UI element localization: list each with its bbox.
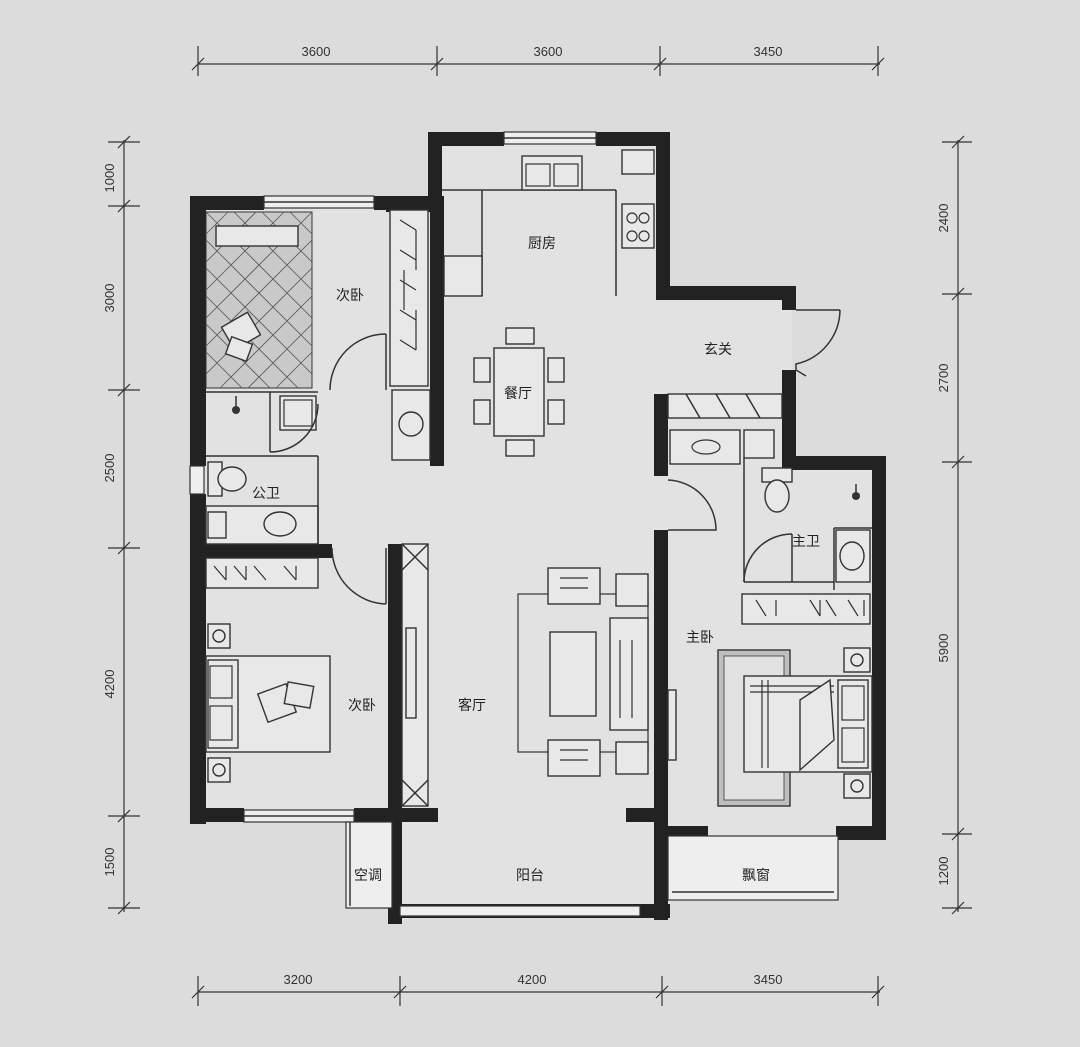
room-label-master-bedroom: 主卧 xyxy=(686,630,714,646)
windows xyxy=(189,131,839,917)
room-label-public-bath: 公卫 xyxy=(252,486,280,502)
room-label-bedroom-bottom: 次卧 xyxy=(348,698,376,714)
left-dimension-4: 4200 xyxy=(102,670,117,699)
door-bedroom-top xyxy=(329,333,387,391)
bed-bottom-left xyxy=(205,623,331,783)
top-dimension-line xyxy=(191,46,885,76)
right-dimension-1: 2400 xyxy=(936,204,951,233)
wardrobe-master xyxy=(741,593,871,625)
kitchen-fixtures xyxy=(442,149,655,297)
top-dimension-1: 3600 xyxy=(302,44,331,59)
sink-top xyxy=(391,389,431,461)
top-dimension-2: 3600 xyxy=(534,44,563,59)
bed-top-left xyxy=(205,211,313,389)
bottom-dimension-3: 3450 xyxy=(754,972,783,987)
wardrobe-top xyxy=(389,209,429,387)
sofa-set xyxy=(517,567,649,777)
room-label-ac: 空调 xyxy=(354,868,382,884)
room-label-dining: 餐厅 xyxy=(504,386,532,402)
room-label-living: 客厅 xyxy=(458,697,486,714)
dining-table xyxy=(473,327,565,457)
room-label-bedroom-top: 次卧 xyxy=(336,288,364,304)
bottom-dimension-line xyxy=(191,976,885,1006)
entrance-fixtures xyxy=(667,309,841,531)
master-bath xyxy=(743,458,872,590)
room-label-kitchen: 厨房 xyxy=(528,236,556,252)
bed-master xyxy=(667,647,873,807)
left-dimension-1: 1000 xyxy=(102,164,117,193)
left-dimension-3: 2500 xyxy=(102,454,117,483)
bottom-dimension-1: 3200 xyxy=(284,972,313,987)
tv-cabinet xyxy=(401,543,429,807)
public-bath xyxy=(205,391,319,545)
bottom-dimension-2: 4200 xyxy=(518,972,547,987)
floor-area xyxy=(190,132,886,916)
left-dimension-line xyxy=(108,135,140,915)
left-dimension-2: 3000 xyxy=(102,284,117,313)
room-label-master-bath: 主卫 xyxy=(792,534,820,550)
door-bedroom-bottom xyxy=(331,547,387,605)
top-dimension-3: 3450 xyxy=(754,44,783,59)
right-dimension-3: 5900 xyxy=(936,634,951,663)
right-dimension-2: 2700 xyxy=(936,364,951,393)
left-dimension-5: 1500 xyxy=(102,848,117,877)
right-dimension-4: 1200 xyxy=(936,857,951,886)
room-label-entrance: 玄关 xyxy=(704,341,732,358)
wardrobe-bottom xyxy=(205,557,319,589)
room-label-balcony: 阳台 xyxy=(516,868,544,884)
right-dimension-line xyxy=(942,135,972,915)
room-label-bay-window: 飘窗 xyxy=(742,867,770,884)
